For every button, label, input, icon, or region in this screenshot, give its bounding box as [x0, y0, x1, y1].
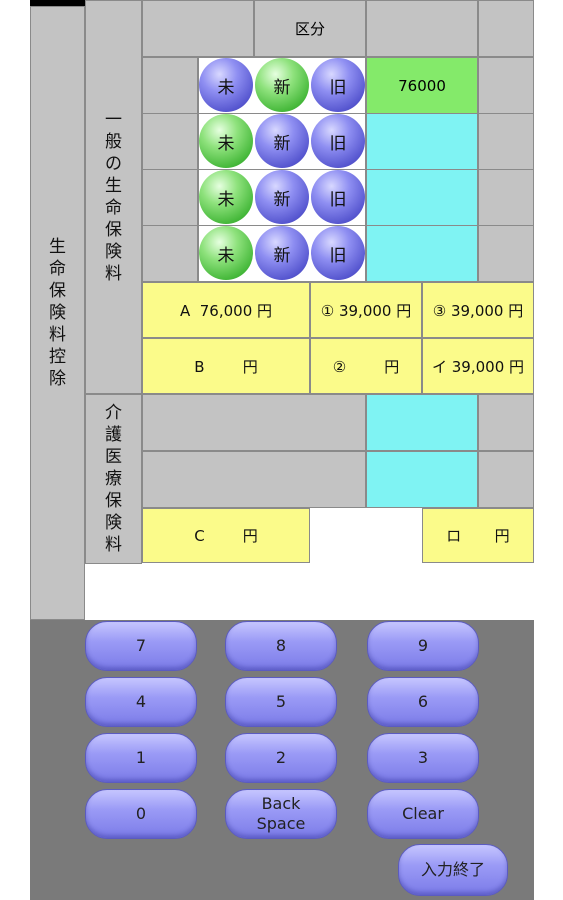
care-label-char: 保 [105, 491, 122, 511]
care-label-char: 療 [105, 469, 122, 489]
summary-i: イ 39,000 円 [422, 338, 534, 394]
summary-c: C 円 [142, 508, 310, 563]
key-0[interactable]: 0 [85, 789, 197, 839]
side-label-char: 控 [49, 347, 66, 367]
side-label-char: 除 [49, 369, 66, 389]
key-5[interactable]: 5 [225, 677, 337, 727]
row-end-cell [478, 169, 534, 226]
care-label-char: 護 [105, 425, 122, 445]
general-label-char: 保 [105, 220, 122, 240]
general-label-char: 料 [105, 264, 122, 284]
side-label-char: 命 [49, 259, 66, 279]
key-1[interactable]: 1 [85, 733, 197, 783]
row-amount-input[interactable]: 76000 [366, 57, 478, 114]
key-8[interactable]: 8 [225, 621, 337, 671]
header-kubun: 区分 [254, 0, 366, 57]
general-label-char: 命 [105, 198, 122, 218]
status-new-button[interactable]: 新 [255, 170, 309, 224]
care-label-char: 険 [105, 513, 122, 533]
status-old-button[interactable]: 旧 [311, 114, 365, 168]
row-amount-input[interactable] [366, 113, 478, 170]
status-new-button[interactable]: 新 [255, 226, 309, 280]
row-blank-cell [142, 113, 198, 170]
header-cell-blank-1 [142, 0, 254, 57]
row-amount-input[interactable] [366, 225, 478, 282]
backspace-button[interactable]: Back Space [225, 789, 337, 839]
top-bar [30, 0, 85, 6]
summary-one: ① 39,000 円 [310, 282, 422, 338]
general-label: 一般の生命保険料 [105, 109, 122, 285]
care-row-2-input[interactable] [366, 451, 478, 508]
row-end-cell [478, 113, 534, 170]
row-blank-cell [142, 169, 198, 226]
care-label-char: 介 [105, 403, 122, 423]
general-label-char: 険 [105, 242, 122, 262]
care-row-2-end [478, 451, 534, 508]
row-blank-cell [142, 57, 198, 114]
row-end-cell [478, 225, 534, 282]
status-old-button[interactable]: 旧 [311, 226, 365, 280]
care-label-char: 料 [105, 535, 122, 555]
row-blank-cell [142, 225, 198, 282]
key-4[interactable]: 4 [85, 677, 197, 727]
header-cell-blank-3 [478, 0, 534, 57]
key-9[interactable]: 9 [367, 621, 479, 671]
summary-b: B 円 [142, 338, 310, 394]
clear-button[interactable]: Clear [367, 789, 479, 839]
key-6[interactable]: 6 [367, 677, 479, 727]
status-unset-button[interactable]: 未 [199, 170, 253, 224]
status-unset-button[interactable]: 未 [199, 226, 253, 280]
status-old-button[interactable]: 旧 [311, 170, 365, 224]
side-label-char: 料 [49, 325, 66, 345]
row-end-cell [478, 57, 534, 114]
key-7[interactable]: 7 [85, 621, 197, 671]
status-old-button[interactable]: 旧 [311, 58, 365, 112]
status-new-button[interactable]: 新 [255, 114, 309, 168]
status-unset-button[interactable]: 未 [199, 58, 253, 112]
finish-input-button[interactable]: 入力終了 [398, 844, 508, 896]
general-label-char: 般 [105, 132, 122, 152]
status-new-button[interactable]: 新 [255, 58, 309, 112]
care-row-1-area [142, 394, 366, 451]
general-label-char: 生 [105, 176, 122, 196]
summary-ro: ロ 円 [422, 508, 534, 563]
side-label-char: 険 [49, 303, 66, 323]
care-label: 介護医療保険料 [105, 402, 122, 556]
key-3[interactable]: 3 [367, 733, 479, 783]
key-2[interactable]: 2 [225, 733, 337, 783]
summary-two: ② 円 [310, 338, 422, 394]
side-label-char: 生 [49, 237, 66, 257]
general-label-char: 一 [105, 110, 122, 130]
header-cell-blank-2 [366, 0, 478, 57]
care-row-1-end [478, 394, 534, 451]
side-label: 生命保険料控除 [49, 236, 66, 390]
summary-three: ③ 39,000 円 [422, 282, 534, 338]
care-label-column: 介護医療保険料 [85, 394, 142, 564]
care-row-1-input[interactable] [366, 394, 478, 451]
summary-a: A 76,000 円 [142, 282, 310, 338]
side-label-char: 保 [49, 281, 66, 301]
status-unset-button[interactable]: 未 [199, 114, 253, 168]
general-label-char: の [105, 154, 122, 174]
care-row-2-area [142, 451, 366, 508]
side-label-column: 生命保険料控除 [30, 6, 85, 620]
row-amount-input[interactable] [366, 169, 478, 226]
general-label-column: 一般の生命保険料 [85, 0, 142, 394]
care-label-char: 医 [105, 447, 122, 467]
